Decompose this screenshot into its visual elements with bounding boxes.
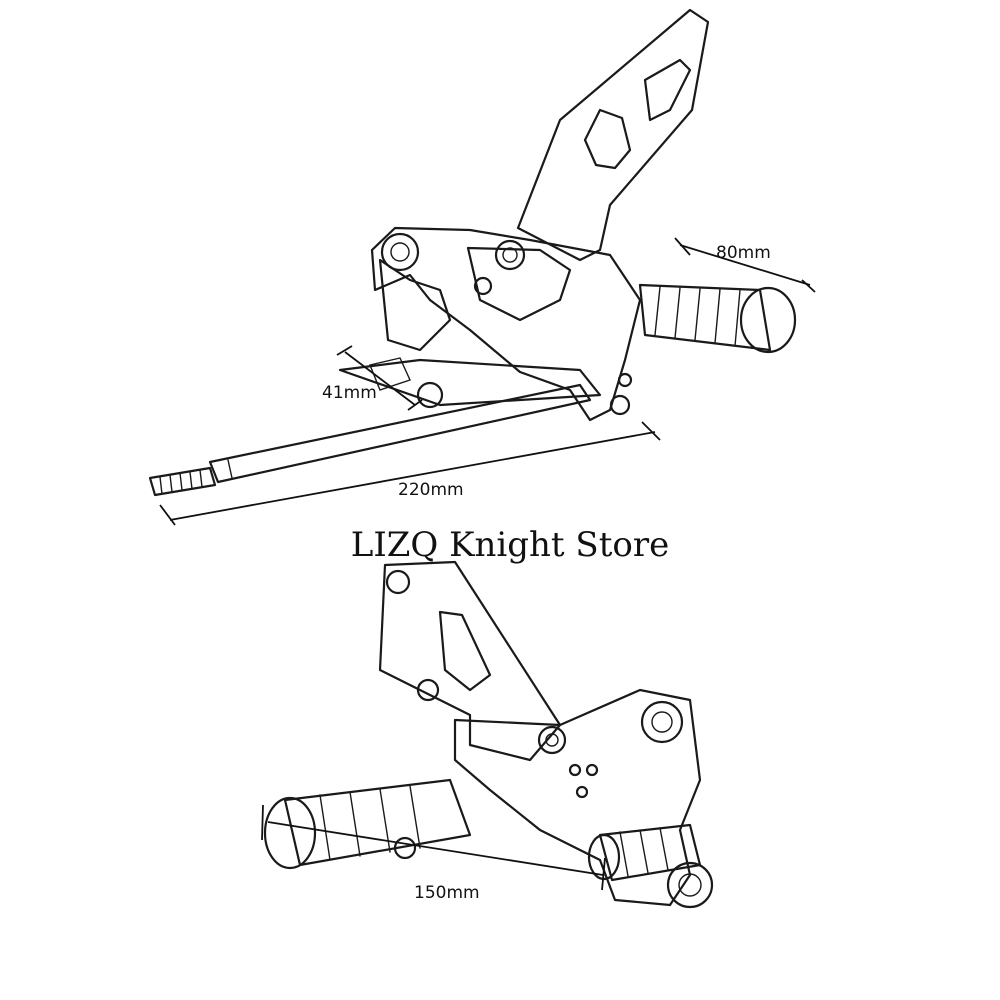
bottom-foot-peg <box>263 778 472 870</box>
bottom-bracket <box>453 688 702 907</box>
label-41mm: 41mm <box>322 383 377 403</box>
dimension-80mm: 80mm <box>674 237 816 293</box>
dimension-41mm: 41mm <box>322 345 423 411</box>
bottom-shift-peg <box>587 823 702 882</box>
top-linkage-arm <box>338 358 602 407</box>
label-150mm: 150mm <box>414 883 480 903</box>
label-220mm: 220mm <box>398 480 464 500</box>
top-foot-peg <box>638 283 797 354</box>
store-watermark: LIZQ Knight Store <box>351 525 669 565</box>
top-bracket <box>370 226 642 422</box>
dimension-150mm: 150mm <box>261 804 606 903</box>
top-heel-plate <box>516 8 710 262</box>
top-rearset-assembly <box>148 8 797 497</box>
dimension-220mm: 220mm <box>159 421 661 526</box>
label-80mm: 80mm <box>716 243 771 263</box>
bottom-heel-plate <box>378 560 562 762</box>
bottom-rearset-assembly <box>263 560 714 909</box>
top-shift-rod <box>148 383 592 497</box>
